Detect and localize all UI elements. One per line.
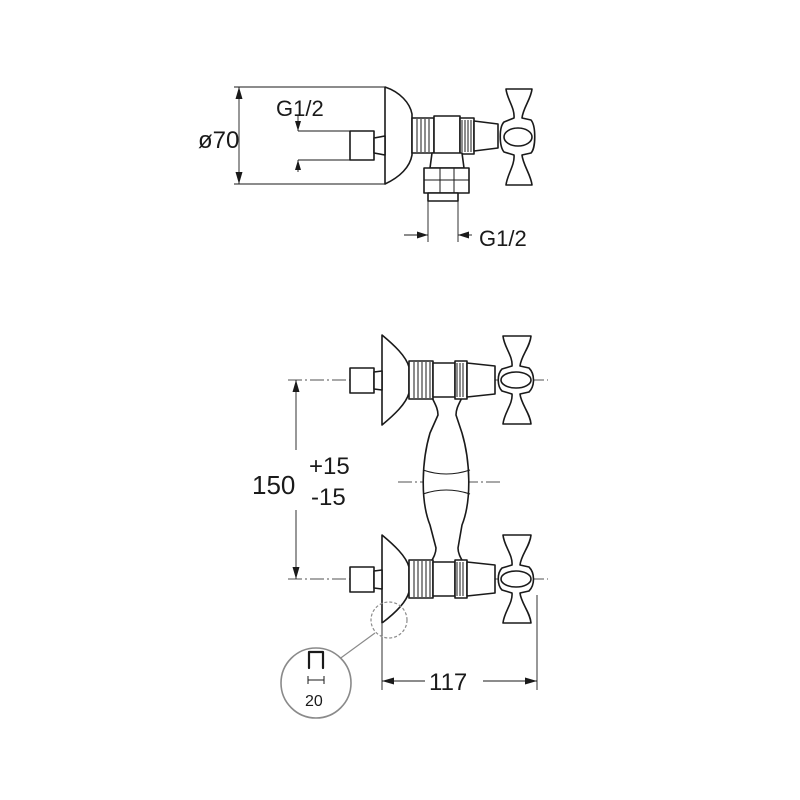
connector-body — [422, 391, 470, 569]
upper-rosette — [381, 334, 410, 426]
outlet-elbow — [429, 152, 465, 169]
detail-source-circle — [370, 601, 408, 639]
lower-valve-unit — [349, 534, 535, 624]
tolerance-plus-label: +15 — [309, 453, 350, 480]
inlet-nut — [349, 130, 375, 161]
detail-callout: 20 — [280, 601, 408, 719]
projection-label: 117 — [429, 669, 467, 696]
upper-valve-unit — [349, 334, 535, 426]
tolerance-minus-label: -15 — [311, 484, 346, 511]
detail-magnified-circle — [280, 647, 352, 719]
inlet-thread-label: G1/2 — [276, 96, 324, 121]
detail-leader-line — [337, 632, 376, 661]
diameter-dimension — [234, 86, 386, 185]
detail-width-label: 20 — [305, 693, 323, 710]
front-view: 150 +15 -15 117 — [250, 334, 548, 696]
valve-body — [411, 117, 435, 154]
wall-rosette — [384, 86, 413, 185]
outlet-thread-dimension — [404, 201, 472, 242]
lower-rosette — [381, 534, 410, 624]
top-view: ø70 G1/2 — [198, 86, 536, 251]
center-distance-label: 150 — [252, 470, 295, 500]
diameter-label: ø70 — [198, 127, 239, 154]
outlet-thread-label: G1/2 — [479, 226, 527, 251]
inlet-thread-dimension — [295, 116, 350, 172]
